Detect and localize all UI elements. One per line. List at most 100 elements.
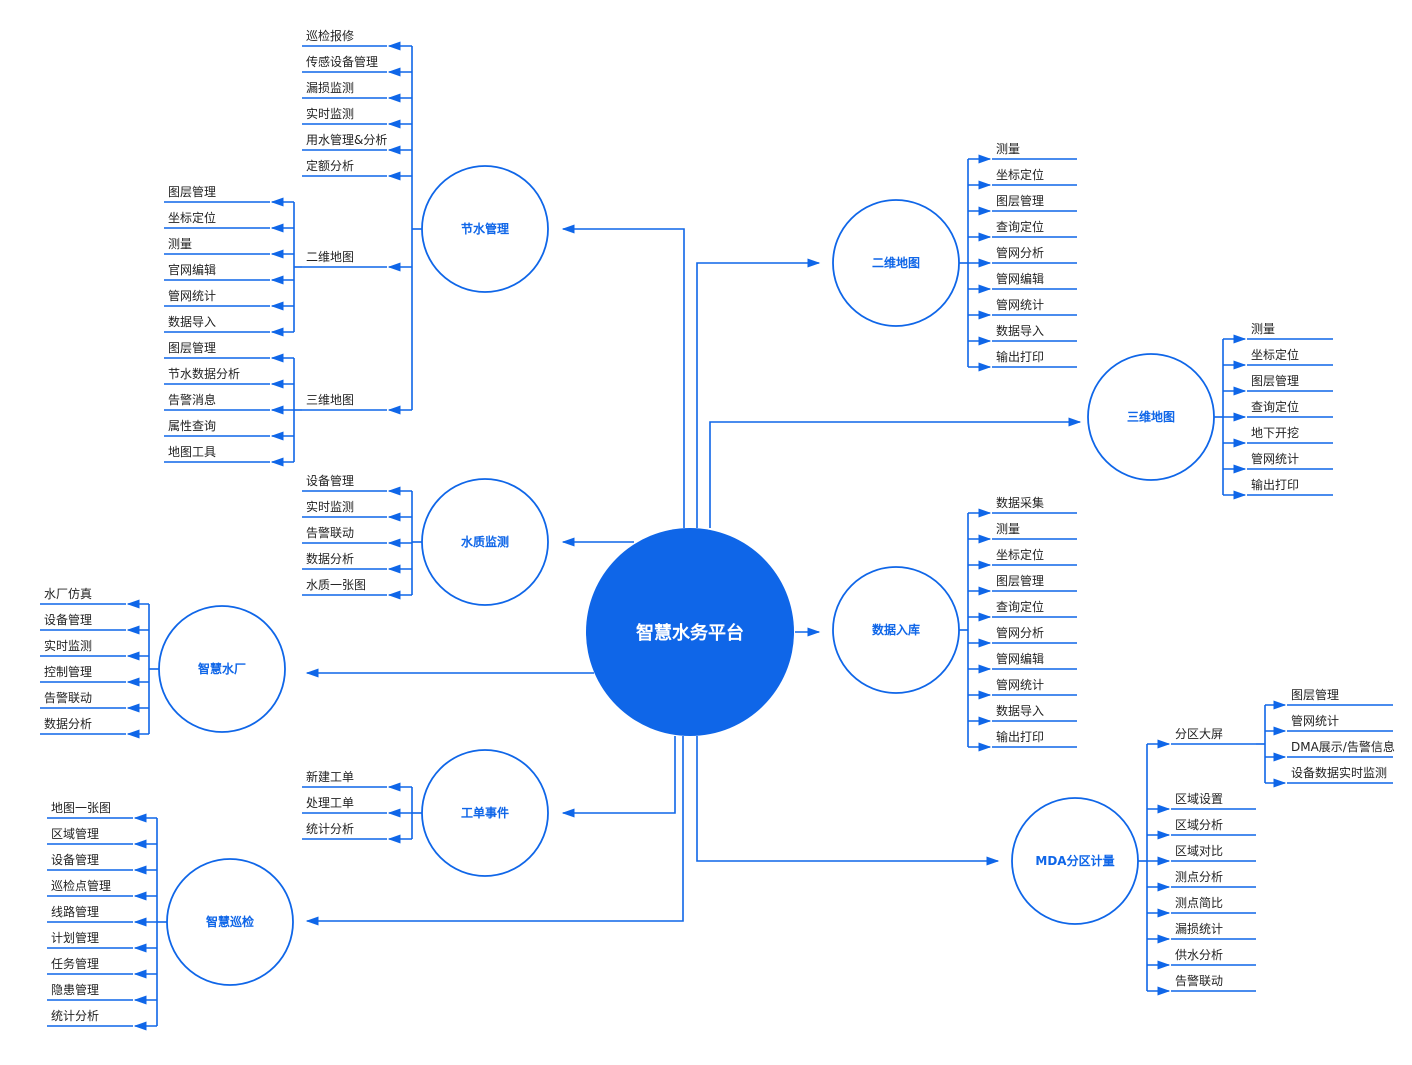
leaf-label[interactable]: 查询定位 [1251, 399, 1299, 414]
leaf-label[interactable]: 水质一张图 [306, 578, 366, 592]
leaf-label[interactable]: 计划管理 [51, 930, 99, 945]
node-smart-plant[interactable] [158, 605, 286, 733]
leaf-label[interactable]: 测量 [996, 522, 1020, 536]
leaf-label[interactable]: 数据导入 [996, 703, 1044, 718]
node-mda[interactable] [1011, 797, 1139, 925]
leaf-label[interactable]: 输出打印 [1251, 477, 1299, 492]
sub-branch-label[interactable]: 三维地图 [306, 393, 354, 407]
leaf-label[interactable]: 隐患管理 [51, 982, 99, 997]
node-water-quality[interactable] [421, 478, 549, 606]
leaf-label[interactable]: 查询定位 [996, 599, 1044, 614]
leaf-label[interactable]: 告警消息 [168, 392, 216, 407]
leaf-label[interactable]: 测量 [1251, 322, 1275, 336]
leaf-label[interactable]: 管网分析 [996, 245, 1044, 260]
node-work-order-label: 工单事件 [461, 805, 509, 820]
leaf-label[interactable]: 线路管理 [51, 904, 99, 919]
leaf-label[interactable]: 管网编辑 [996, 651, 1044, 666]
leaf-label[interactable]: 地图一张图 [51, 801, 111, 815]
leaf-label[interactable]: 图层管理 [1251, 373, 1299, 388]
node-data-import[interactable] [832, 566, 960, 694]
leaf-label[interactable]: 区域管理 [51, 826, 99, 841]
leaf-label[interactable]: 官网编辑 [168, 262, 216, 277]
node-map-3d[interactable] [1087, 353, 1215, 481]
leaf-label[interactable]: 用水管理&分析 [306, 132, 387, 147]
leaf-label[interactable]: 图层管理 [996, 573, 1044, 588]
leaf-label[interactable]: 坐标定位 [168, 210, 216, 225]
leaf-label[interactable]: 数据分析 [44, 716, 92, 731]
node-map-2d[interactable] [832, 199, 960, 327]
leaf-label[interactable]: 设备管理 [306, 473, 354, 488]
leaf-label[interactable]: 区域设置 [1175, 792, 1223, 806]
leaf-label[interactable]: 统计分析 [51, 1009, 99, 1023]
leaf-label[interactable]: 属性查询 [168, 419, 216, 433]
node-water-saving-label: 节水管理 [461, 221, 509, 236]
leaf-label[interactable]: 漏损统计 [1175, 922, 1223, 936]
leaf-label[interactable]: 设备管理 [51, 852, 99, 867]
leaf-label[interactable]: 坐标定位 [996, 167, 1044, 182]
node-water-quality-label: 水质监测 [461, 534, 509, 549]
leaf-label[interactable]: 漏损监测 [306, 81, 354, 95]
leaf-label[interactable]: 巡检点管理 [51, 878, 111, 893]
hub-to-map-3d [709, 417, 1082, 528]
leaf-label[interactable]: 坐标定位 [1251, 347, 1299, 362]
leaf-label[interactable]: 测点分析 [1175, 870, 1223, 884]
hub-to-water-saving [561, 224, 685, 528]
leaf-label[interactable]: 任务管理 [51, 956, 99, 971]
leaf-label[interactable]: 设备数据实时监测 [1291, 765, 1387, 780]
sub-branch-label[interactable]: 二维地图 [306, 250, 354, 264]
leaf-label[interactable]: 输出打印 [996, 349, 1044, 364]
leaf-label[interactable]: 测量 [996, 142, 1020, 156]
leaf-label[interactable]: 测点简比 [1175, 896, 1223, 910]
leaf-label[interactable]: 地图工具 [168, 445, 216, 459]
leaf-label[interactable]: 告警联动 [1175, 973, 1223, 988]
leaf-label[interactable]: 设备管理 [44, 612, 92, 627]
leaf-label[interactable]: 管网统计 [1291, 713, 1339, 728]
leaf-label[interactable]: 地下开挖 [1251, 425, 1299, 440]
leaf-label[interactable]: 控制管理 [44, 664, 92, 679]
leaf-label[interactable]: 巡检报修 [306, 28, 354, 43]
node-smart-patrol[interactable] [166, 858, 294, 986]
leaf-label[interactable]: 实时监测 [306, 499, 354, 514]
leaf-label[interactable]: 水厂仿真 [44, 587, 92, 601]
leaf-label[interactable]: 实时监测 [306, 106, 354, 121]
leaf-label[interactable]: 处理工单 [306, 796, 354, 810]
leaf-label[interactable]: 节水数据分析 [168, 366, 240, 381]
leaf-label[interactable]: 输出打印 [996, 729, 1044, 744]
sub-branch-label[interactable]: 分区大屏 [1175, 727, 1223, 741]
leaf-label[interactable]: 告警联动 [44, 690, 92, 705]
leaf-label[interactable]: 数据导入 [996, 323, 1044, 338]
leaf-label[interactable]: 供水分析 [1175, 948, 1223, 962]
leaf-label[interactable]: 数据导入 [168, 314, 216, 329]
node-work-order[interactable] [421, 749, 549, 877]
leaf-label[interactable]: 图层管理 [168, 184, 216, 199]
leaf-label[interactable]: 查询定位 [996, 219, 1044, 234]
node-water-saving[interactable] [421, 165, 549, 293]
leaf-label[interactable]: 测量 [168, 237, 192, 251]
leaf-label[interactable]: 管网编辑 [996, 271, 1044, 286]
leaf-labels: 巡检报修传感设备管理漏损监测实时监测用水管理&分析定额分析图层管理坐标定位测量官… [44, 28, 1395, 1023]
leaf-label[interactable]: 区域对比 [1175, 844, 1223, 858]
leaf-label[interactable]: 管网分析 [996, 625, 1044, 640]
leaf-label[interactable]: 数据采集 [996, 495, 1044, 510]
leaf-label[interactable]: 管网统计 [168, 288, 216, 303]
leaf-label[interactable]: 管网统计 [996, 677, 1044, 692]
leaf-label[interactable]: 坐标定位 [996, 547, 1044, 562]
node-map-2d-label: 二维地图 [872, 255, 920, 270]
leaf-label[interactable]: 定额分析 [306, 158, 354, 173]
leaf-label[interactable]: 传感设备管理 [306, 54, 378, 69]
center-label: 智慧水务平台 [636, 622, 744, 644]
leaf-label[interactable]: 管网统计 [1251, 451, 1299, 466]
leaf-label[interactable]: 新建工单 [306, 769, 354, 784]
leaf-label[interactable]: 统计分析 [306, 822, 354, 836]
leaf-label[interactable]: DMA展示/告警信息 [1291, 739, 1395, 754]
connector-lines [40, 41, 1393, 1031]
leaf-label[interactable]: 图层管理 [996, 193, 1044, 208]
leaf-label[interactable]: 图层管理 [1291, 687, 1339, 702]
leaf-label[interactable]: 图层管理 [168, 340, 216, 355]
leaf-label[interactable]: 管网统计 [996, 297, 1044, 312]
leaf-label[interactable]: 数据分析 [306, 551, 354, 566]
leaf-label[interactable]: 区域分析 [1175, 818, 1223, 832]
leaf-label[interactable]: 实时监测 [44, 638, 92, 653]
leaf-label[interactable]: 告警联动 [306, 525, 354, 540]
